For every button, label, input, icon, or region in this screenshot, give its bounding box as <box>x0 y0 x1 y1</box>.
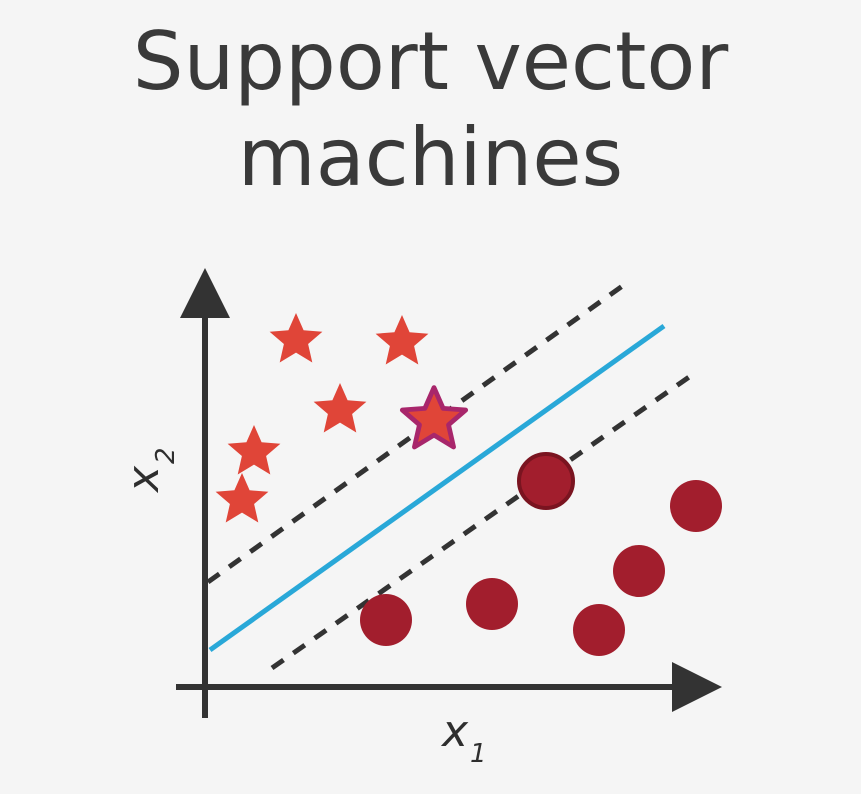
circle-icon <box>466 578 518 630</box>
star-group <box>215 313 466 523</box>
x-axis-label-text: x <box>440 706 469 757</box>
y-axis-label-text: x <box>118 465 169 494</box>
x-axis-label-subscript: 1 <box>470 739 487 769</box>
x-axis-label: x 1 <box>440 706 487 769</box>
support-circle-icon <box>517 452 575 510</box>
support-star-icon <box>402 388 465 447</box>
circle-icon <box>573 604 625 656</box>
star-icon <box>227 425 281 475</box>
circle-icon <box>360 594 412 646</box>
circle-icon <box>613 545 665 597</box>
title-line-2: machines <box>237 111 624 204</box>
title-line-1: Support vector <box>132 15 729 108</box>
margin-line-upper <box>206 279 630 585</box>
hyperplane-line <box>208 323 666 653</box>
page-title: Support vector machines <box>0 14 861 206</box>
x-axis-arrow <box>672 662 722 712</box>
y-axis-label: x 2 <box>118 447 181 494</box>
circle-group <box>360 452 722 656</box>
margin-line-lower <box>270 372 694 671</box>
star-icon <box>215 473 269 523</box>
y-axis-label-subscript: 2 <box>151 447 181 464</box>
star-icon <box>313 383 367 433</box>
star-icon <box>269 313 323 363</box>
star-icon <box>375 315 429 365</box>
y-axis-arrow <box>180 268 230 318</box>
circle-icon <box>670 480 722 532</box>
